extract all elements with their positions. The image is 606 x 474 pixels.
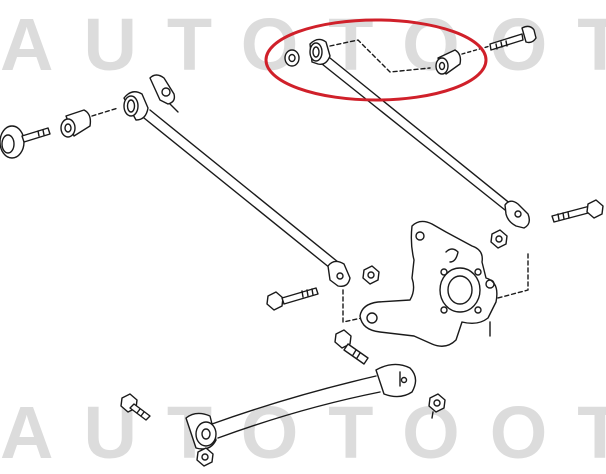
arm-end-bracket (327, 260, 351, 288)
bolt-icon (0, 125, 51, 159)
bolt-icon (551, 199, 604, 223)
washer-icon (284, 49, 300, 67)
arm-eye-bushing (309, 38, 331, 66)
bolt-icon (489, 25, 537, 51)
upper-arm-highlighted (284, 25, 537, 229)
highlight-ellipse (264, 18, 488, 102)
bolt-icon (334, 329, 369, 365)
bushing-icon (435, 49, 462, 75)
lower-arm (120, 329, 446, 467)
assembly-line (497, 253, 529, 299)
arm-end-bracket (504, 200, 531, 229)
nut-icon (490, 229, 508, 249)
bolt-icon (266, 287, 319, 311)
bushing-icon (185, 412, 217, 450)
knuckle (359, 220, 498, 347)
arm-eye (123, 91, 149, 121)
nut-icon (196, 447, 214, 467)
nut-icon (428, 393, 446, 419)
bolt-icon (120, 393, 151, 421)
bracket-icon (149, 74, 179, 113)
bushing-icon (60, 109, 92, 138)
nut-icon (362, 265, 380, 285)
left-lateral-arm (0, 74, 380, 323)
